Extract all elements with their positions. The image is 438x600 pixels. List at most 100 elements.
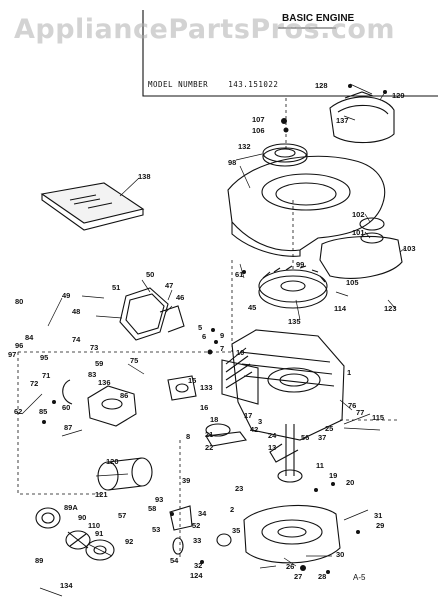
callout-28[interactable]: 28 bbox=[318, 572, 327, 581]
callout-96[interactable]: 96 bbox=[15, 341, 24, 350]
callout-120[interactable]: 120 bbox=[106, 457, 119, 466]
callout-58[interactable]: 58 bbox=[148, 504, 157, 513]
callout-98[interactable]: 98 bbox=[228, 158, 237, 167]
callout-27[interactable]: 27 bbox=[294, 572, 303, 581]
callout-56[interactable]: 56 bbox=[301, 433, 310, 442]
callout-85[interactable]: 85 bbox=[39, 407, 48, 416]
callout-15[interactable]: 15 bbox=[188, 376, 197, 385]
callout-74[interactable]: 74 bbox=[72, 335, 81, 344]
callout-73[interactable]: 73 bbox=[90, 343, 99, 352]
callout-135[interactable]: 135 bbox=[288, 317, 301, 326]
callout-134[interactable]: 134 bbox=[60, 581, 73, 590]
callout-48[interactable]: 48 bbox=[72, 307, 81, 316]
callout-30[interactable]: 30 bbox=[336, 550, 345, 559]
callout-62[interactable]: 62 bbox=[14, 407, 23, 416]
callout-29[interactable]: 29 bbox=[376, 521, 385, 530]
callout-71[interactable]: 71 bbox=[42, 371, 51, 380]
callout-50[interactable]: 50 bbox=[146, 270, 155, 279]
callout-128[interactable]: 128 bbox=[315, 81, 328, 90]
callout-136[interactable]: 136 bbox=[98, 378, 111, 387]
callout-8[interactable]: 8 bbox=[186, 432, 191, 441]
callout-106[interactable]: 106 bbox=[252, 126, 265, 135]
callout-95[interactable]: 95 bbox=[40, 353, 49, 362]
callout-33[interactable]: 33 bbox=[193, 536, 202, 545]
callout-1[interactable]: 1 bbox=[347, 368, 352, 377]
callout-72[interactable]: 72 bbox=[30, 379, 39, 388]
callout-97[interactable]: 97 bbox=[8, 350, 17, 359]
callout-83[interactable]: 83 bbox=[88, 370, 97, 379]
callout-2[interactable]: 2 bbox=[230, 505, 235, 514]
callout-84[interactable]: 84 bbox=[25, 333, 34, 342]
callout-31[interactable]: 31 bbox=[374, 511, 383, 520]
callout-132[interactable]: 132 bbox=[238, 142, 251, 151]
callout-59[interactable]: 59 bbox=[95, 359, 104, 368]
callout-129[interactable]: 129 bbox=[392, 91, 405, 100]
callout-34[interactable]: 34 bbox=[198, 509, 207, 518]
callout-114[interactable]: 114 bbox=[334, 304, 347, 313]
callout-45[interactable]: 45 bbox=[248, 303, 257, 312]
callout-25[interactable]: 25 bbox=[325, 424, 334, 433]
callout-87[interactable]: 87 bbox=[64, 423, 73, 432]
callout-10[interactable]: 10 bbox=[236, 348, 245, 357]
callout-107[interactable]: 107 bbox=[252, 115, 265, 124]
callout-137[interactable]: 137 bbox=[336, 116, 349, 125]
callout-24[interactable]: 24 bbox=[268, 431, 277, 440]
callout-13[interactable]: 13 bbox=[268, 443, 277, 452]
callout-5[interactable]: 5 bbox=[198, 323, 203, 332]
callout-89A[interactable]: 89A bbox=[64, 503, 78, 512]
callout-20[interactable]: 20 bbox=[346, 478, 355, 487]
callout-17[interactable]: 17 bbox=[244, 411, 253, 420]
callout-32[interactable]: 32 bbox=[194, 561, 203, 570]
callout-47[interactable]: 47 bbox=[165, 281, 174, 290]
callout-91[interactable]: 91 bbox=[95, 529, 104, 538]
callout-102[interactable]: 102 bbox=[352, 210, 365, 219]
callout-101[interactable]: 101 bbox=[352, 228, 365, 237]
callout-16[interactable]: 16 bbox=[200, 403, 209, 412]
callout-77[interactable]: 77 bbox=[356, 408, 365, 417]
callout-46[interactable]: 46 bbox=[176, 293, 185, 302]
callout-57[interactable]: 57 bbox=[118, 511, 127, 520]
callout-110[interactable]: 110 bbox=[88, 521, 101, 530]
callout-99[interactable]: 99 bbox=[296, 260, 305, 269]
callout-42[interactable]: 42 bbox=[250, 425, 259, 434]
callout-124[interactable]: 124 bbox=[190, 571, 203, 580]
callout-105[interactable]: 105 bbox=[346, 278, 359, 287]
callout-133[interactable]: 133 bbox=[200, 383, 213, 392]
callout-90[interactable]: 90 bbox=[78, 513, 87, 522]
callout-76[interactable]: 76 bbox=[348, 401, 357, 410]
callout-18[interactable]: 18 bbox=[210, 415, 219, 424]
callout-89[interactable]: 89 bbox=[35, 556, 44, 565]
callout-7[interactable]: 7 bbox=[220, 344, 225, 353]
callout-60[interactable]: 60 bbox=[62, 403, 71, 412]
callout-103[interactable]: 103 bbox=[403, 244, 416, 253]
callout-53[interactable]: 53 bbox=[152, 525, 161, 534]
callout-26[interactable]: 26 bbox=[286, 562, 295, 571]
callout-115[interactable]: 115 bbox=[372, 413, 385, 422]
callout-22[interactable]: 22 bbox=[205, 443, 214, 452]
watermark-text: AppliancePartsPros.com bbox=[14, 14, 396, 45]
callout-54[interactable]: 54 bbox=[170, 556, 179, 565]
callout-75[interactable]: 75 bbox=[130, 356, 139, 365]
callout-93[interactable]: 93 bbox=[155, 495, 164, 504]
callout-138[interactable]: 138 bbox=[138, 172, 151, 181]
callout-9[interactable]: 9 bbox=[220, 331, 225, 340]
callout-3[interactable]: 3 bbox=[258, 417, 263, 426]
callout-35[interactable]: 35 bbox=[232, 526, 241, 535]
callout-19[interactable]: 19 bbox=[329, 471, 338, 480]
callout-11[interactable]: 11 bbox=[316, 461, 324, 470]
callout-92[interactable]: 92 bbox=[125, 537, 134, 546]
callout-121[interactable]: 121 bbox=[95, 490, 108, 499]
callout-123[interactable]: 123 bbox=[384, 304, 397, 313]
callout-51[interactable]: 51 bbox=[112, 283, 121, 292]
callout-86[interactable]: 86 bbox=[120, 391, 129, 400]
callout-39[interactable]: 39 bbox=[182, 476, 191, 485]
callout-80[interactable]: 80 bbox=[15, 297, 24, 306]
callout-52[interactable]: 52 bbox=[192, 521, 201, 530]
callout-6[interactable]: 6 bbox=[202, 332, 207, 341]
callout-21[interactable]: 21 bbox=[205, 430, 214, 439]
callout-61[interactable]: 61 bbox=[235, 270, 244, 279]
callout-37[interactable]: 37 bbox=[318, 433, 327, 442]
governor-parts bbox=[167, 375, 232, 555]
callout-23[interactable]: 23 bbox=[235, 484, 244, 493]
callout-49[interactable]: 49 bbox=[62, 291, 71, 300]
